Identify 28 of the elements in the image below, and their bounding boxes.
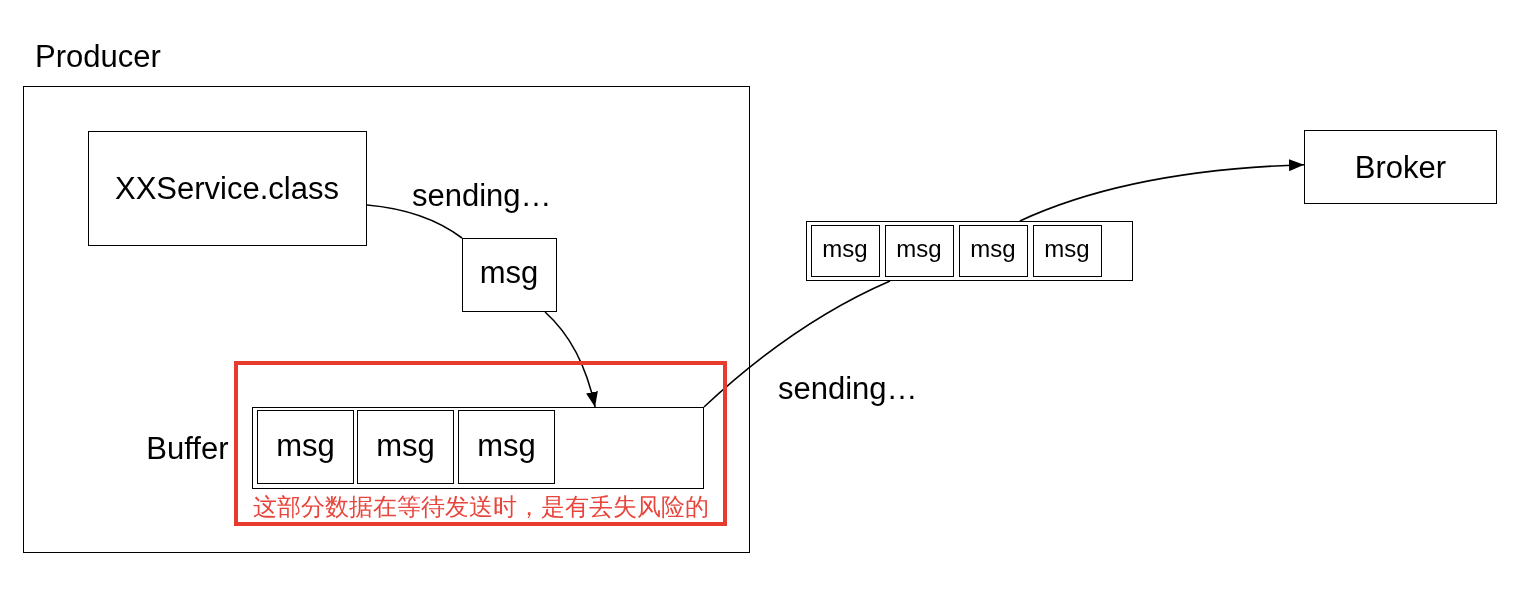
message-box: [257, 410, 354, 484]
message-box: [461, 237, 557, 312]
message-label: msg: [276, 429, 335, 465]
message-box: [958, 224, 1028, 277]
message-box: [357, 410, 454, 484]
class-box: [87, 130, 367, 246]
message-box: [1032, 224, 1102, 277]
connector-line: [366, 204, 463, 239]
message-label: msg: [1044, 237, 1090, 264]
warning-note: 这部分数据在等待发送时，是有丢失风险的: [252, 494, 709, 519]
broker-box: [1304, 130, 1497, 204]
message-label: msg: [970, 237, 1016, 264]
message-label: msg: [896, 237, 942, 264]
message-box: [884, 224, 954, 277]
message-queue: [806, 221, 1133, 281]
box-label: XXService.class: [115, 172, 339, 204]
queue-label: Buffer: [146, 432, 229, 463]
message-label: msg: [479, 257, 539, 292]
connector-line: [703, 280, 891, 408]
message-label: msg: [477, 429, 536, 465]
message-box: [458, 410, 555, 484]
connector-arrow: [544, 311, 598, 408]
container-title: Producer: [35, 41, 161, 72]
connector-arrow: [1019, 159, 1305, 222]
message-box: [810, 224, 880, 277]
message-label: msg: [376, 429, 435, 465]
message-label: msg: [822, 237, 868, 264]
box-label: Broker: [1354, 151, 1447, 183]
